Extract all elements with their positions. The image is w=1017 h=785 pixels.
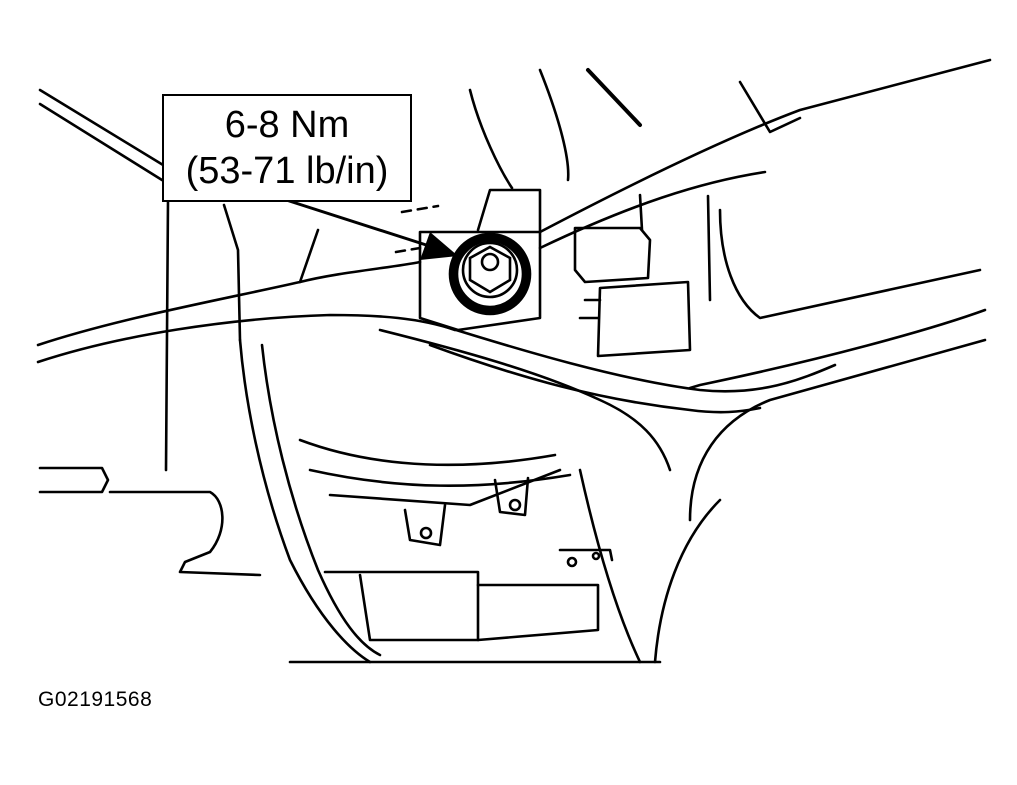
upper-pillar-right	[538, 68, 570, 182]
arrow-head-icon	[420, 232, 458, 260]
inner-vertical-left	[222, 203, 242, 342]
lower-rib	[328, 468, 562, 507]
connector-lock	[578, 298, 602, 320]
mount-hole-2	[508, 498, 522, 512]
upper-right-curve	[718, 208, 982, 320]
bolt-icon	[448, 232, 532, 316]
right-lower-curve	[688, 308, 987, 390]
connector-lower	[596, 280, 692, 358]
left-bottom-bar	[38, 466, 110, 494]
main-arm-upper-2	[298, 260, 422, 284]
bottom-strap	[558, 548, 614, 562]
frame-curve-outer	[238, 338, 372, 664]
main-arm-upper	[36, 228, 320, 347]
mount-tab-2	[493, 476, 530, 517]
bracket-top-flange	[476, 188, 542, 234]
swept-arm-top	[438, 323, 837, 393]
torque-imperial-label: (53-71 lb/in)	[185, 150, 389, 192]
left-panel-edge	[164, 198, 170, 472]
bottom-plate-right	[476, 583, 600, 642]
upper-beam-bottom	[538, 170, 767, 250]
torque-callout: 6-8 Nm (53-71 lb/in)	[162, 94, 412, 202]
upper-pillar-left	[468, 88, 514, 190]
figure-id-label: G02191568	[38, 688, 153, 711]
upper-left-rail-lower	[38, 102, 164, 182]
torque-metric-label: 6-8 Nm	[224, 104, 350, 146]
lower-crossmember-top	[298, 438, 557, 467]
strap-hole-2	[591, 551, 601, 561]
mount-tab-1	[403, 503, 447, 547]
right-pillar-inner	[653, 498, 722, 664]
lower-center-curve	[578, 468, 642, 664]
lower-crossmember-bottom	[308, 468, 572, 487]
right-pillar	[688, 338, 987, 522]
upper-left-rail	[38, 88, 170, 170]
left-bottom-bracket	[108, 490, 262, 577]
bottom-plate	[323, 570, 480, 642]
right-upper-panel	[638, 193, 712, 302]
top-dark-spar	[586, 68, 642, 127]
bracket-dashed-hint	[394, 204, 440, 254]
mount-hole-1	[419, 526, 433, 540]
upper-beam-notch	[738, 80, 802, 134]
main-arm-lower	[36, 313, 457, 364]
bolt-bracket	[418, 230, 542, 332]
connector-upper	[573, 226, 652, 284]
frame-curve-inner	[260, 343, 382, 657]
swept-arm-bottom	[428, 343, 762, 414]
callout-leader	[279, 196, 458, 260]
upper-beam-top	[538, 58, 992, 234]
strap-hole	[566, 556, 578, 568]
swept-arm-mid	[378, 328, 672, 472]
